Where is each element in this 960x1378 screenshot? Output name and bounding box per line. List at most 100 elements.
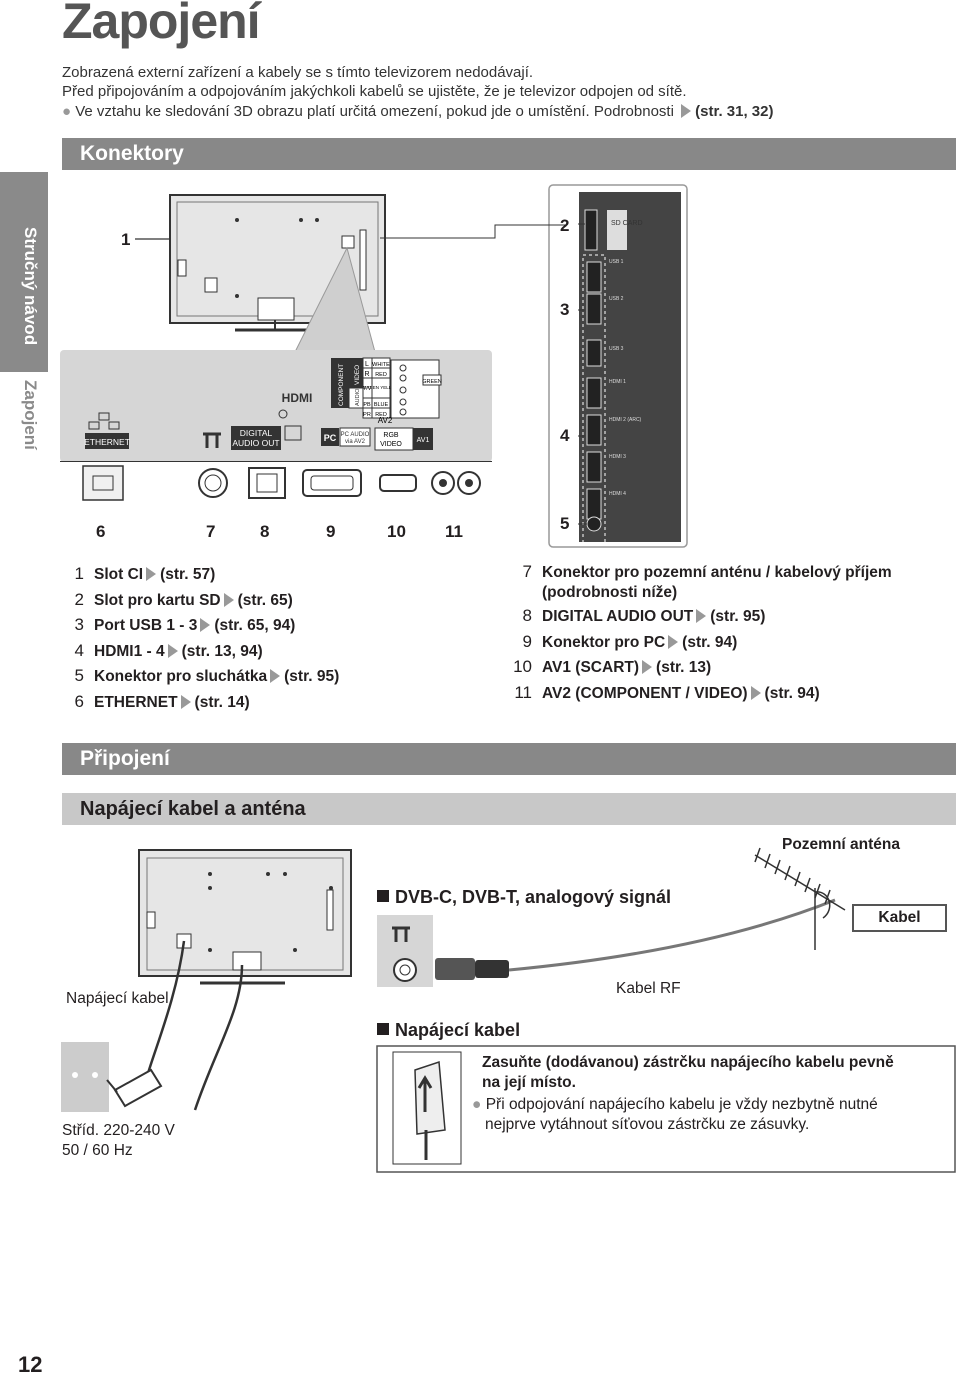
legend-text: Konektor pro pozemní anténu / kabelový p…: [542, 564, 892, 581]
legend-ref: (str. 94): [764, 684, 820, 702]
callout-5: 5: [560, 514, 570, 533]
arrow-icon: [750, 685, 761, 700]
antenna-label: Pozemní anténa: [782, 836, 900, 853]
callout-1: 1: [121, 230, 131, 249]
legend-text: Slot CI: [94, 566, 144, 583]
connection-diagram: [61, 847, 956, 1173]
legend-text: Port USB 1 - 3: [94, 617, 198, 634]
legend-text: Konektor pro PC: [542, 633, 666, 651]
pr-label: PR: [363, 412, 371, 418]
legend-ref: (str. 95): [710, 608, 766, 625]
side-tab-label-1: Stručný návod: [21, 227, 40, 346]
arrow-icon: [223, 592, 234, 607]
legend-num: 7: [522, 562, 532, 581]
power-box-note: ● Při odpojování napájecího kabelu je vž…: [472, 1095, 878, 1135]
legend-num: 2: [74, 589, 84, 609]
legend-text: AV1 (SCART): [542, 659, 640, 676]
legend-num: 10: [513, 657, 532, 676]
dvb-text: DVB-C, DVB-T, analogový signál: [395, 887, 672, 907]
audio-vert-label: AUDIO: [355, 388, 361, 406]
digital-label: DIGITAL: [240, 428, 273, 438]
av2-label: AV2: [378, 416, 393, 425]
legend-num: 11: [514, 682, 532, 702]
callout-6: 6: [96, 522, 106, 541]
power-box-title-text: Napájecí kabel: [395, 1020, 521, 1040]
intro-line-3: ● Ve vztahu ke sledování 3D obrazu platí…: [62, 102, 774, 121]
callout-3: 3: [560, 300, 570, 319]
side-tab-label-2: Zapojení: [21, 380, 40, 450]
rear-panel-diagram: ETHERNET DIGITAL AUDIO OUT HDMI PC PC AU…: [60, 184, 688, 548]
legend-num: 5: [74, 666, 84, 685]
legend-num: 1: [74, 564, 84, 583]
sd-card-label: SD CARD: [611, 220, 643, 227]
arrow-up-icon: [417, 1075, 433, 1112]
legend-item: 2 Slot pro kartu SD (str. 65): [56, 588, 339, 614]
square-bullet-icon: [377, 890, 389, 902]
hdmi4-label: HDMI 4: [609, 491, 626, 497]
mains-frequency: 50 / 60 Hz: [62, 1142, 133, 1159]
power-cable-label: Napájecí kabel: [66, 990, 169, 1007]
pc-label: PC: [324, 433, 337, 443]
side-tab-zapojeni[interactable]: Zapojení: [0, 372, 48, 472]
arrow-icon: [167, 643, 178, 658]
callout-2: 2: [560, 216, 570, 235]
arrow-icon: [146, 567, 157, 581]
legend-text: Slot pro kartu SD: [94, 591, 221, 609]
legend-item: 7 Konektor pro pozemní anténu / kabelový …: [504, 562, 892, 603]
instr-line-1: Zasuňte (dodávanou) zástrčku napájecího …: [482, 1054, 894, 1071]
mains-label: Stříd. 220-240 V 50 / 60 Hz: [62, 1121, 175, 1161]
blue-label: BLUE: [374, 402, 389, 408]
page-title: Zapojení: [62, 0, 261, 49]
ethernet-jack: [82, 465, 124, 501]
hdmi-logo: HDMI: [282, 391, 313, 405]
usb1-label: USB 1: [609, 259, 624, 265]
antenna-graphic: [754, 847, 846, 950]
ethernet-icon: [88, 412, 120, 430]
legend-item: 11 AV2 (COMPONENT / VIDEO) (str. 94): [504, 683, 892, 704]
plug-icon: [113, 1068, 163, 1108]
side-tab-strucny-navod[interactable]: Stručný návod: [0, 172, 48, 372]
legend-right: 7 Konektor pro pozemní anténu / kabelový …: [504, 562, 892, 704]
red2-label: RED: [375, 412, 387, 418]
legend-text: HDMI1 - 4: [94, 642, 165, 660]
arrow-icon: [270, 669, 281, 683]
headphone-jack: [586, 516, 602, 532]
video-label: VIDEO: [354, 365, 361, 385]
intro-line-1: Zobrazená externí zařízení a kabely se s…: [62, 64, 534, 81]
pc-jack: [302, 469, 362, 497]
arrow-icon: [696, 609, 707, 623]
mains-voltage: Stříd. 220-240 V: [62, 1122, 175, 1139]
page-number: 12: [18, 1352, 43, 1377]
dvb-label: DVB-C, DVB-T, analogový signál: [377, 887, 671, 908]
section-heading-konektory: Konektory: [62, 138, 956, 170]
legend-ref: (str. 65): [237, 591, 293, 609]
legend-item: 10 AV1 (SCART) (str. 13): [504, 657, 892, 678]
subsection-heading: Napájecí kabel a anténa: [62, 793, 956, 825]
arrow-icon: [642, 660, 653, 674]
legend-text: Konektor pro sluchátka: [94, 668, 268, 685]
green-yellow-label: GREEN YELLOW: [363, 385, 400, 390]
cable-label: Kabel: [852, 904, 947, 932]
hdmi1-label: HDMI 1: [609, 379, 626, 385]
intro-line-2: Před připojováním a odpojováním jakýchko…: [62, 83, 687, 100]
intro-ref: (str. 31, 32): [695, 103, 774, 120]
arrow-icon: [668, 634, 679, 649]
bullet-icon: ●: [472, 1096, 482, 1113]
instr-line-2: na její místo.: [482, 1074, 576, 1091]
legend-ref: (str. 13): [656, 659, 712, 676]
legend-text: AV2 (COMPONENT / VIDEO): [542, 684, 748, 702]
red-label: RED: [375, 372, 387, 378]
note-line-1: Při odpojování napájecího kabelu je vždy…: [485, 1096, 878, 1113]
white-label: WHITE: [372, 362, 390, 368]
legend-ref: (str. 13, 94): [181, 642, 263, 660]
square-bullet-icon: [377, 1023, 389, 1035]
arrow-icon: [180, 694, 191, 709]
callout-7: 7: [206, 522, 216, 541]
bullet-icon: ●: [62, 103, 72, 120]
rgb-label: RGB: [383, 432, 399, 439]
